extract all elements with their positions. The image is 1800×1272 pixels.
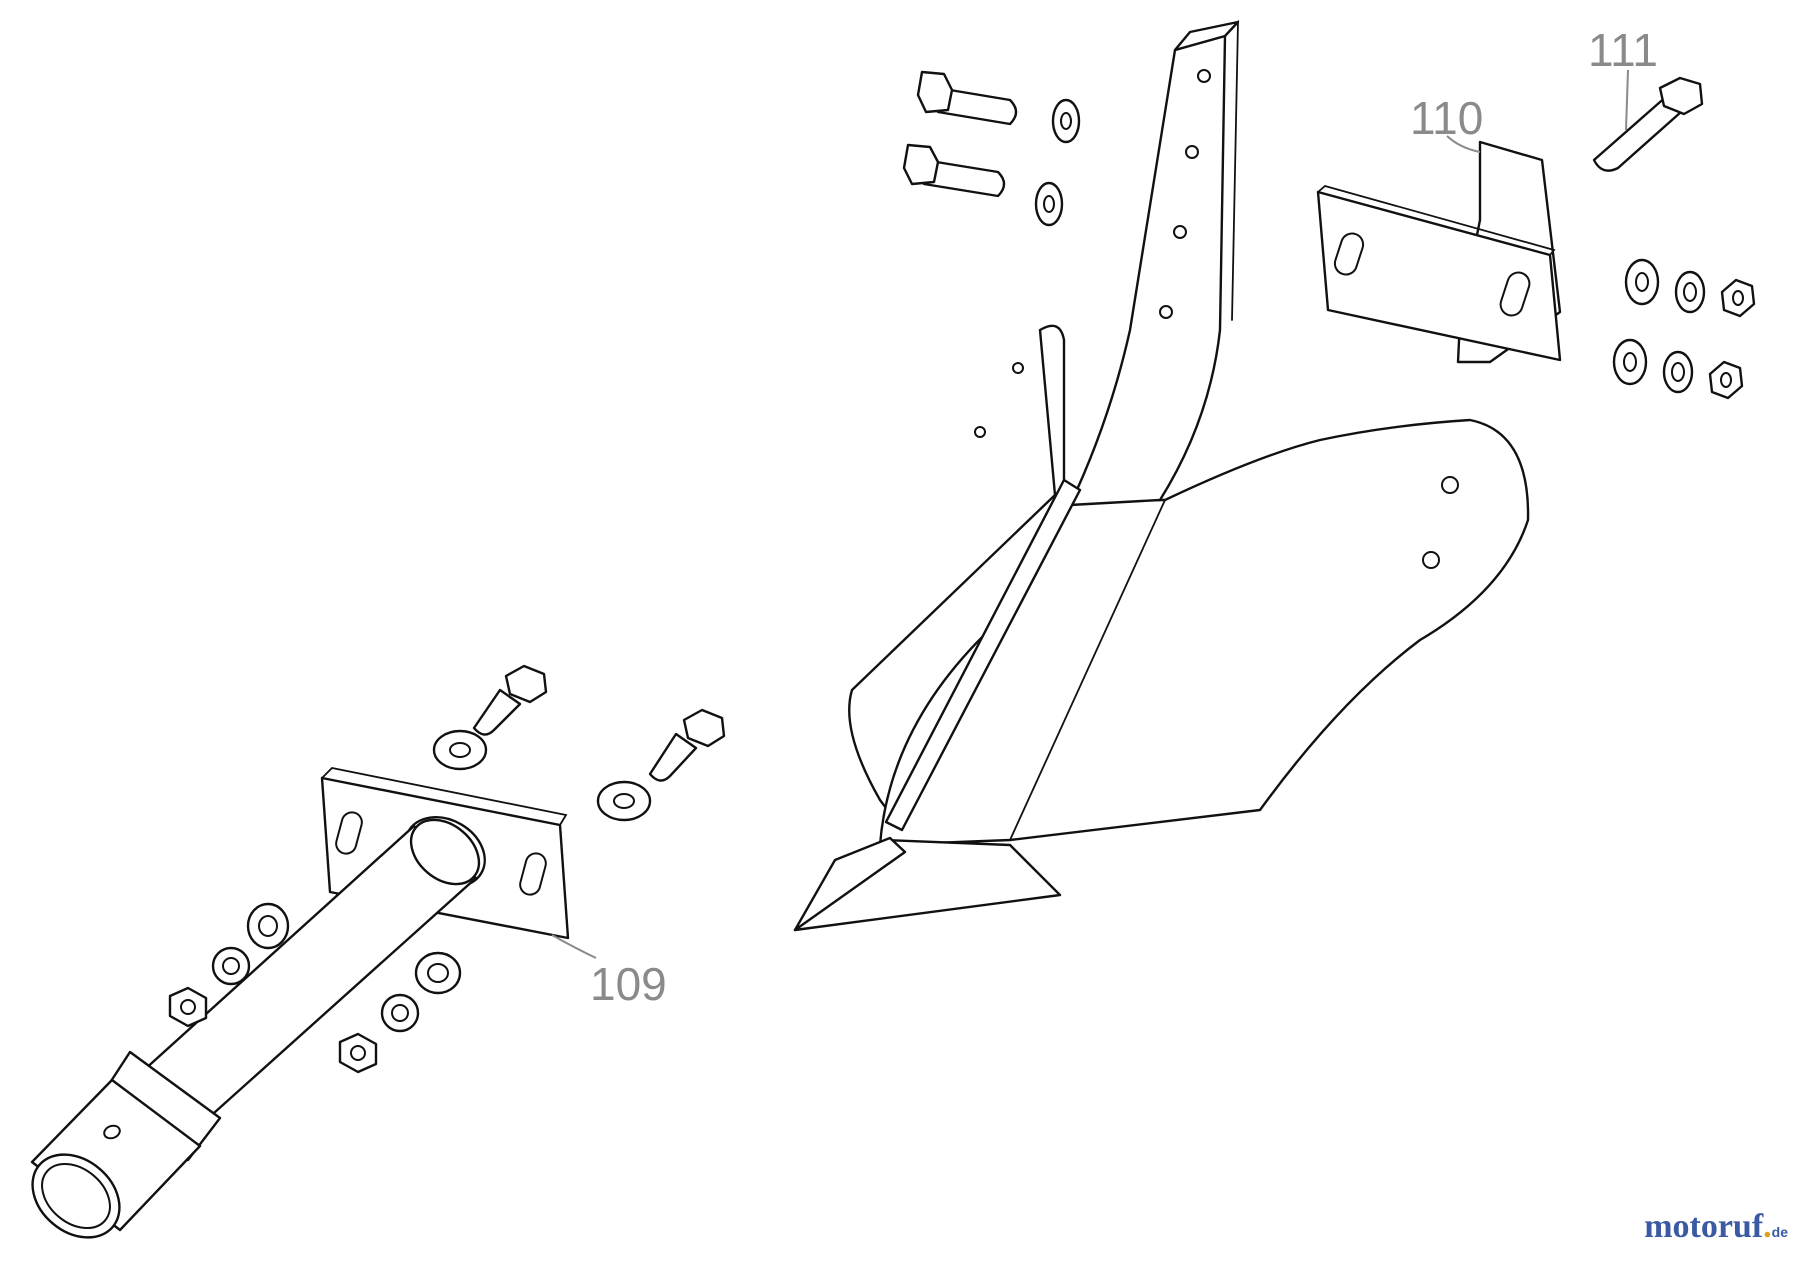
washer-left-1 (246, 902, 290, 950)
bracket-slot-left (1333, 232, 1365, 276)
lock-washer-right-2 (1662, 350, 1694, 394)
right-hardware (1612, 258, 1756, 400)
flange-washer-2 (596, 780, 652, 822)
leader-111 (1625, 69, 1629, 131)
plow-share-tip (793, 836, 907, 932)
nut-right-2 (1708, 360, 1744, 400)
shank-bolt-upper (916, 70, 1018, 126)
hex-bolt-head-icon (1658, 76, 1704, 116)
bolt-111 (1592, 76, 1704, 172)
bolt-shaft (922, 158, 1006, 198)
bracket-plate-edge (1317, 185, 1556, 256)
shank-hole-4 (1159, 305, 1173, 319)
watermark-logo: motoruf.de (1644, 1208, 1788, 1246)
lock-washer-left-2 (380, 993, 420, 1033)
bolt-shaft (936, 86, 1018, 126)
plow-front-rib (884, 478, 1082, 832)
bracket-plate (1316, 190, 1562, 362)
flange-slot-left (335, 811, 363, 855)
lock-washer-right-1 (1674, 270, 1706, 314)
moldboard-hole-upper (1441, 476, 1459, 494)
flange-bolt-1 (472, 664, 548, 736)
moldboard-crease (1009, 499, 1166, 841)
flange-washer-1 (432, 729, 488, 771)
part-number-111: 111 (1588, 24, 1658, 76)
bolt-shaft (472, 688, 522, 736)
part-number-109: 109 (590, 958, 667, 1010)
bracket-assembly-110 (1316, 140, 1562, 364)
plow-shank (1068, 34, 1227, 507)
shank-hole-1 (1197, 69, 1211, 83)
hex-bolt-head-icon (504, 664, 548, 704)
moldboard-hole-lower (1422, 551, 1440, 569)
leader-110 (1446, 135, 1481, 153)
wing-hole-upper (1012, 362, 1024, 374)
tube-top-end (409, 818, 481, 886)
shank-washer-lower (1034, 181, 1064, 227)
plow-moldboard (878, 418, 1530, 847)
flange-bolt-2 (648, 708, 726, 782)
flange-plate-edge (321, 767, 568, 826)
nut-right-1 (1720, 278, 1756, 318)
washer-right-1 (1624, 258, 1660, 306)
part-number-110: 110 (1410, 92, 1483, 144)
shank-bolt-lower (902, 143, 1006, 198)
bolt-111-shaft (1592, 93, 1692, 172)
tube-assembly-109 (30, 767, 570, 1239)
hex-bolt-head-icon (682, 708, 726, 748)
leader-109 (551, 934, 597, 959)
watermark-tld: de (1771, 1224, 1788, 1240)
wing-hole-lower (974, 426, 986, 438)
tube-bore (41, 1162, 111, 1230)
shank-hole-3 (1173, 225, 1187, 239)
hex-bolt-head-icon (902, 143, 940, 186)
left-lower-hardware (168, 902, 462, 1074)
washer-left-2 (414, 951, 462, 995)
shank-edge (1224, 19, 1239, 321)
hex-bolt-head-icon (916, 70, 954, 114)
watermark-dot: . (1763, 1208, 1772, 1245)
shank-hole-2 (1185, 145, 1199, 159)
flange-slot-right (519, 852, 547, 896)
plow-body (793, 19, 1530, 932)
watermark-text: motoruf (1644, 1208, 1764, 1245)
washer-right-2 (1612, 338, 1648, 386)
tube-pin-hole (103, 1124, 121, 1140)
nut-left-1 (168, 986, 208, 1028)
bracket-slot-right (1499, 271, 1531, 317)
lock-washer-left-1 (211, 946, 251, 986)
shank-washer-upper (1051, 98, 1081, 144)
bolt-shaft (648, 732, 698, 782)
nut-left-2 (338, 1032, 378, 1074)
